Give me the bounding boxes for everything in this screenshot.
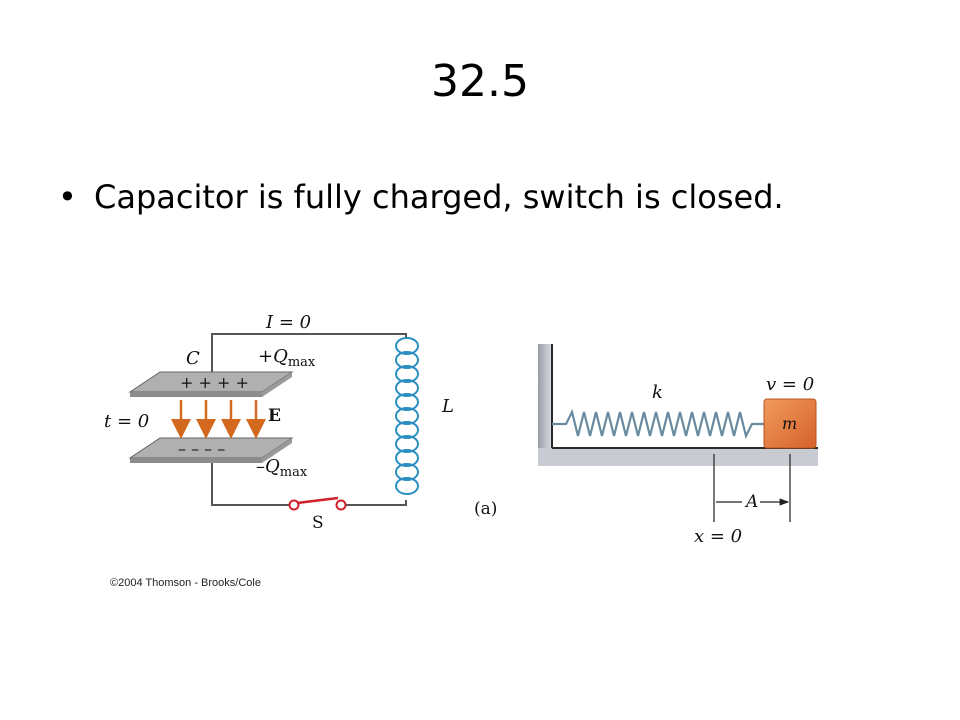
bullet-item: • Capacitor is fully charged, switch is c… xyxy=(58,178,784,216)
capacitor-label: C xyxy=(186,348,200,369)
copyright-text: ©2004 Thomson - Brooks/Cole xyxy=(110,577,261,589)
figure-label: (a) xyxy=(474,499,497,519)
charge-neg-label: –Qmax xyxy=(256,456,308,480)
minus-signs: – – – – xyxy=(178,439,225,458)
inductor-coil xyxy=(395,337,419,495)
switch-label: S xyxy=(312,513,324,533)
amplitude-label: A xyxy=(744,492,758,512)
velocity-label: v = 0 xyxy=(766,374,814,395)
plus-signs: + + + + xyxy=(180,373,249,392)
slide-title: 32.5 xyxy=(431,56,529,107)
charge-pos-label: +Qmax xyxy=(258,346,316,370)
inductor-label: L xyxy=(441,396,454,417)
time-label: t = 0 xyxy=(104,411,149,432)
mass-block xyxy=(763,398,817,449)
mass-spring-system: k v = 0 m A x = 0 xyxy=(538,344,818,547)
field-label: E xyxy=(268,406,281,426)
mass-label: m xyxy=(782,414,797,433)
lc-circuit: I = 0 C +Qmax + + + + – – – – –Qmax E t … xyxy=(104,312,454,533)
floor xyxy=(538,448,818,466)
spring xyxy=(552,408,764,440)
spring-label: k xyxy=(652,382,663,403)
current-label: I = 0 xyxy=(265,312,311,333)
bullet-icon: • xyxy=(58,178,77,216)
electric-field-arrows xyxy=(171,400,266,439)
origin-label: x = 0 xyxy=(694,526,742,547)
switch xyxy=(288,496,347,511)
circuit-wire xyxy=(211,333,407,506)
wall xyxy=(538,344,552,454)
bullet-text: Capacitor is fully charged, switch is cl… xyxy=(94,178,784,216)
